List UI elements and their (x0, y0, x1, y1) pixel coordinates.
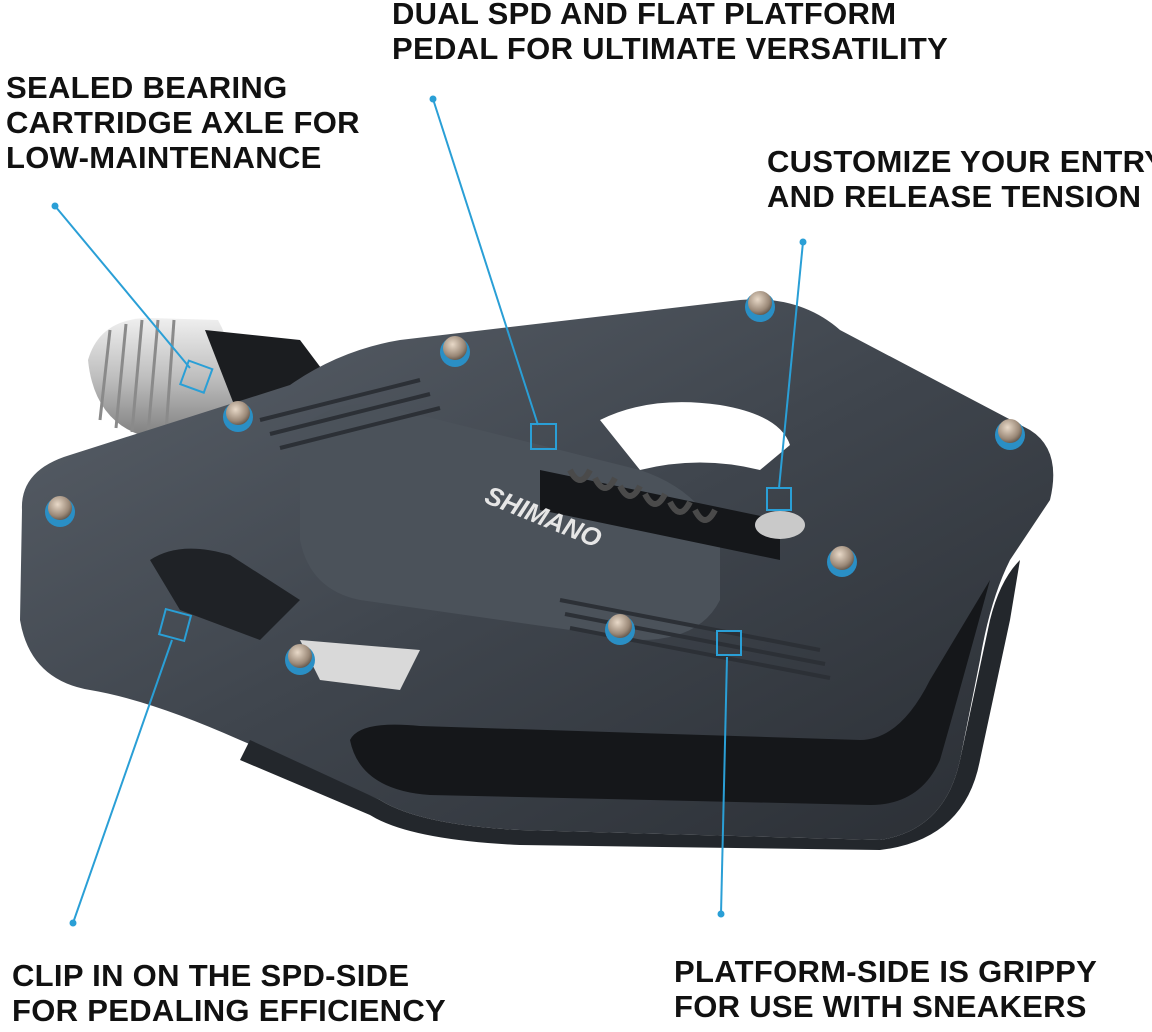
callout-release-tension: CUSTOMIZE YOUR ENTRY AND RELEASE TENSION (767, 144, 1152, 214)
tension-spring (540, 468, 805, 560)
pin (45, 496, 75, 527)
callout-line: CUSTOMIZE YOUR ENTRY (767, 144, 1152, 179)
callout-line: CLIP IN ON THE SPD-SIDE (12, 958, 410, 993)
pin (827, 546, 857, 577)
callout-line: PEDAL FOR ULTIMATE VERSATILITY (392, 31, 949, 66)
pointer-bearing (51, 202, 214, 394)
callout-sealed-bearing: SEALED BEARING CARTRIDGE AXLE FOR LOW-MA… (6, 70, 360, 175)
pin (285, 644, 315, 675)
pin (995, 419, 1025, 450)
pedal-body (20, 299, 1054, 850)
callout-line: CARTRIDGE AXLE FOR (6, 105, 360, 140)
pointer-platform (716, 630, 742, 918)
callout-line: SEALED BEARING (6, 70, 288, 105)
callout-platform-side: PLATFORM-SIDE IS GRIPPY FOR USE WITH SNE… (674, 954, 1097, 1024)
pin (745, 291, 775, 322)
callout-dual-spd-platform: DUAL SPD AND FLAT PLATFORM PEDAL FOR ULT… (392, 0, 948, 66)
pin (440, 336, 470, 367)
axle (88, 318, 330, 440)
pointer-clip (69, 607, 193, 927)
callout-line: FOR PEDALING EFFICIENCY (12, 993, 447, 1028)
callout-line: PLATFORM-SIDE IS GRIPPY (674, 954, 1098, 989)
callout-line: LOW-MAINTENANCE (6, 140, 322, 175)
callout-clip-in: CLIP IN ON THE SPD-SIDE FOR PEDALING EFF… (12, 958, 446, 1028)
callout-line: DUAL SPD AND FLAT PLATFORM (392, 0, 897, 31)
traction-pins (45, 291, 1025, 675)
callout-line: AND RELEASE TENSION (767, 179, 1142, 214)
pin (605, 614, 635, 645)
pointer-tension (766, 238, 807, 511)
callout-line: FOR USE WITH SNEAKERS (674, 989, 1087, 1024)
callout-pointers (51, 95, 807, 927)
pointer-dual (429, 95, 557, 450)
pin (223, 401, 253, 432)
